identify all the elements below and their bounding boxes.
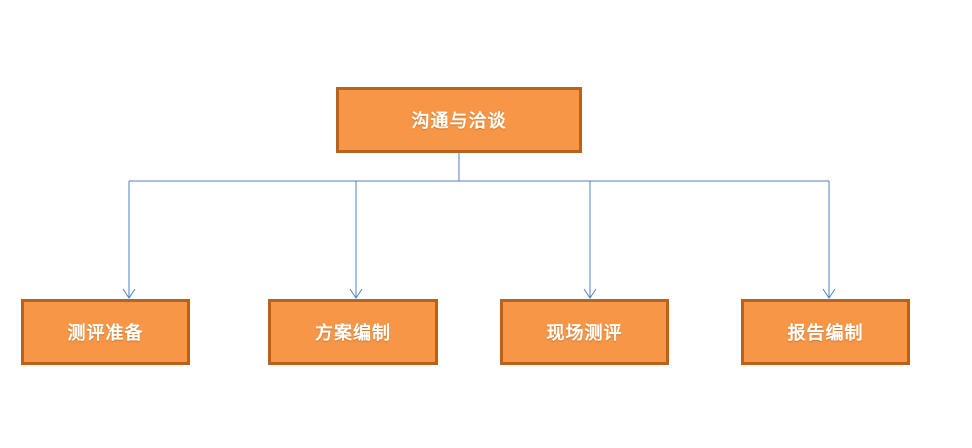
child-node-label-3: 报告编制 bbox=[787, 323, 864, 344]
arrowhead-0 bbox=[122, 288, 136, 299]
root-node-label: 沟通与洽谈 bbox=[411, 111, 507, 132]
arrowhead-1 bbox=[349, 288, 363, 299]
arrowhead-3 bbox=[822, 288, 836, 299]
root-node: 沟通与洽谈 bbox=[336, 87, 582, 153]
child-node-1: 方案编制 bbox=[268, 299, 438, 365]
child-node-label-2: 现场测评 bbox=[546, 323, 623, 344]
child-node-2: 现场测评 bbox=[500, 299, 669, 365]
child-node-label-1: 方案编制 bbox=[315, 323, 391, 344]
arrowhead-2 bbox=[583, 288, 597, 299]
child-node-3: 报告编制 bbox=[741, 299, 910, 365]
child-node-label-0: 测评准备 bbox=[67, 323, 144, 344]
child-node-0: 测评准备 bbox=[21, 299, 190, 365]
